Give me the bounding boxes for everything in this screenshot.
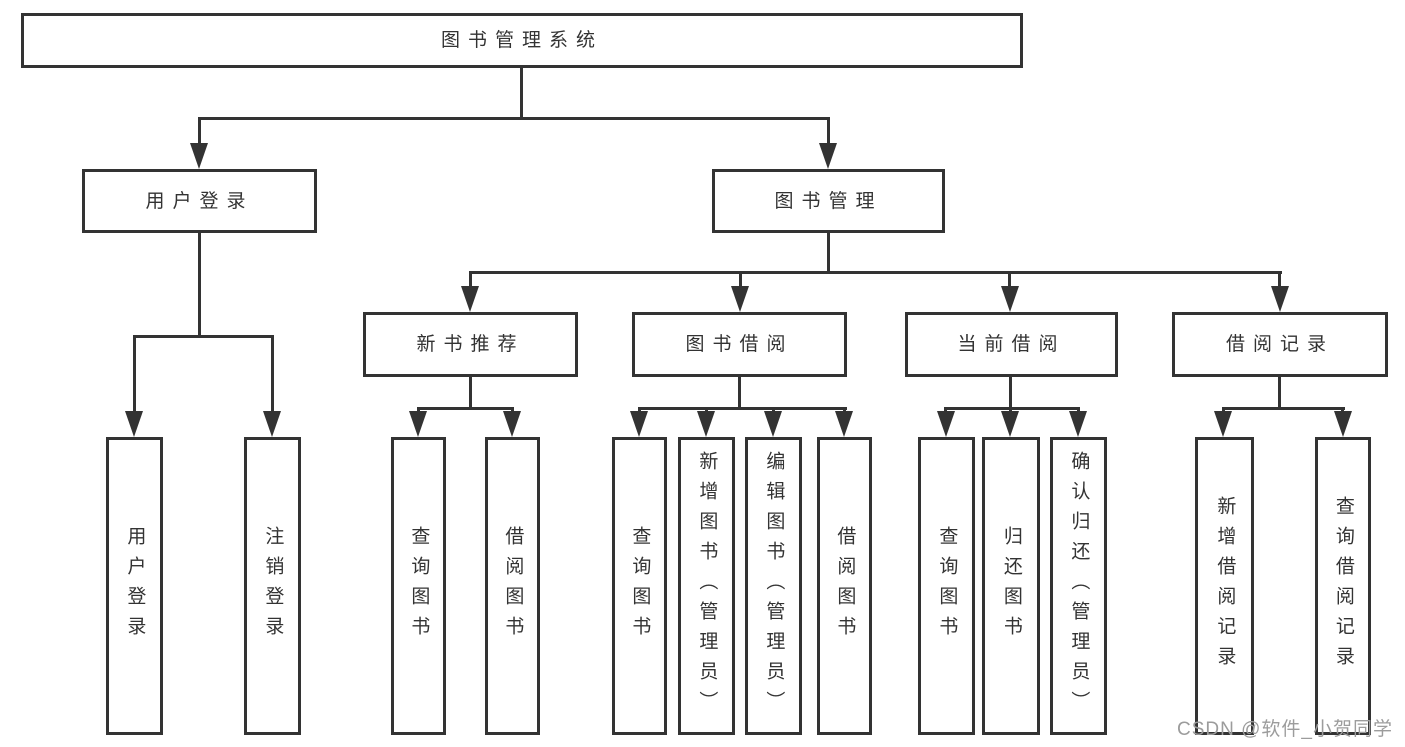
arrow-down-icon — [630, 411, 648, 437]
arrow-down-icon — [731, 286, 749, 312]
node-new-book-recommend: 新书推荐 — [363, 312, 578, 377]
node-label: 图书管理 — [774, 190, 883, 212]
node-label: 新增借阅记录 — [1214, 496, 1236, 676]
arrow-down-icon — [697, 411, 715, 437]
arrow-down-icon — [125, 411, 143, 437]
node-label: 借阅记录 — [1225, 334, 1334, 355]
arrow-down-icon — [764, 411, 782, 437]
node-label: 归还图书 — [1000, 526, 1022, 646]
node-label: 用户登录 — [124, 526, 146, 646]
connector-line-v — [1077, 407, 1080, 413]
node-label: 借阅图书 — [502, 526, 524, 646]
node-label: 查询图书 — [629, 526, 651, 646]
connector-line-v — [1008, 271, 1011, 286]
connector-line-v — [469, 377, 472, 407]
node-label: 当前借阅 — [957, 334, 1066, 355]
connector-line-v — [1341, 407, 1344, 413]
connector-line-v — [944, 407, 947, 413]
connector-line-v — [133, 335, 136, 411]
arrow-down-icon — [835, 411, 853, 437]
node-book-management: 图书管理 — [712, 169, 945, 233]
node-label: 查询图书 — [936, 526, 958, 646]
connector-line-v — [827, 117, 830, 143]
connector-line-h — [417, 407, 514, 410]
arrow-down-icon — [1271, 286, 1289, 312]
node-label: 编辑图书（管理员） — [763, 451, 785, 721]
leaf-recommend-query-book: 查询图书 — [391, 437, 446, 735]
arrow-down-icon — [1001, 286, 1019, 312]
leaf-borrow-add-book-admin: 新增图书（管理员） — [678, 437, 735, 735]
leaf-current-query-book: 查询图书 — [918, 437, 975, 735]
leaf-user-login: 用户登录 — [106, 437, 163, 735]
node-label: 查询借阅记录 — [1332, 496, 1354, 676]
arrow-down-icon — [937, 411, 955, 437]
connector-line-h — [638, 407, 847, 410]
node-label: 查询图书 — [408, 526, 430, 646]
leaf-borrow-query-book: 查询图书 — [612, 437, 667, 735]
connector-line-v — [827, 233, 830, 271]
connector-line-h — [469, 271, 1282, 274]
node-label: 注销登录 — [262, 526, 284, 646]
node-current-borrow: 当前借阅 — [905, 312, 1118, 377]
arrow-down-icon — [1214, 411, 1232, 437]
connector-line-v — [1278, 271, 1281, 286]
connector-line-v — [1009, 377, 1012, 407]
leaf-logout: 注销登录 — [244, 437, 301, 735]
node-book-borrow: 图书借阅 — [632, 312, 847, 377]
node-library-system: 图书管理系统 — [21, 13, 1023, 68]
connector-line-v — [739, 271, 742, 286]
leaf-records-add-record: 新增借阅记录 — [1195, 437, 1254, 735]
connector-line-v — [417, 407, 420, 413]
node-label: 用户登录 — [145, 190, 254, 212]
connector-line-v — [511, 407, 514, 413]
arrow-down-icon — [190, 143, 208, 169]
leaf-borrow-borrow-book: 借阅图书 — [817, 437, 872, 735]
arrow-down-icon — [1001, 411, 1019, 437]
node-label: 新增图书（管理员） — [696, 451, 718, 721]
arrow-down-icon — [461, 286, 479, 312]
connector-line-v — [198, 233, 201, 335]
leaf-borrow-edit-book-admin: 编辑图书（管理员） — [745, 437, 802, 735]
leaf-current-confirm-return-admin: 确认归还（管理员） — [1050, 437, 1107, 735]
connector-line-v — [469, 271, 472, 286]
connector-line-v — [1278, 377, 1281, 407]
connector-line-v — [638, 407, 641, 413]
csdn-watermark: CSDN @软件_小贺同学 — [1177, 719, 1393, 740]
node-label: 确认归还（管理员） — [1068, 451, 1090, 721]
arrow-down-icon — [1069, 411, 1087, 437]
arrow-down-icon — [819, 143, 837, 169]
arrow-down-icon — [503, 411, 521, 437]
leaf-current-return-book: 归还图书 — [982, 437, 1040, 735]
connector-line-h — [198, 117, 830, 120]
connector-line-v — [705, 407, 708, 413]
connector-line-h — [1222, 407, 1345, 410]
node-user-login: 用户登录 — [82, 169, 317, 233]
node-label: 借阅图书 — [834, 526, 856, 646]
connector-line-h — [133, 335, 274, 338]
connector-line-v — [198, 117, 201, 143]
node-label: 图书管理系统 — [440, 30, 603, 51]
arrow-down-icon — [409, 411, 427, 437]
leaf-records-query-record: 查询借阅记录 — [1315, 437, 1371, 735]
connector-line-v — [520, 68, 523, 117]
arrow-down-icon — [263, 411, 281, 437]
node-label: 图书借阅 — [685, 334, 794, 355]
connector-line-v — [271, 335, 274, 411]
leaf-recommend-borrow-book: 借阅图书 — [485, 437, 540, 735]
connector-line-v — [1009, 407, 1012, 413]
connector-line-v — [843, 407, 846, 413]
node-label: 新书推荐 — [416, 334, 525, 355]
connector-line-v — [772, 407, 775, 413]
connector-line-v — [738, 377, 741, 407]
arrow-down-icon — [1334, 411, 1352, 437]
node-borrow-records: 借阅记录 — [1172, 312, 1388, 377]
connector-line-v — [1222, 407, 1225, 413]
